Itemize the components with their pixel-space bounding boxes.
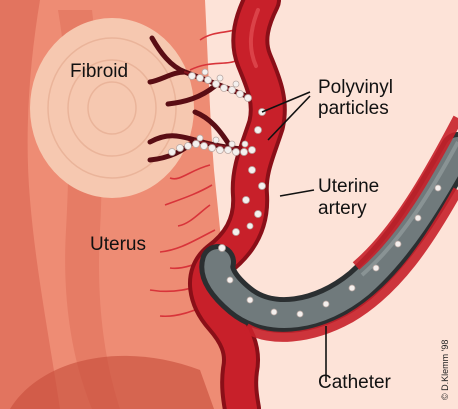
artist-credit: © D.Klemm '98 (440, 340, 450, 400)
label-fibroid: Fibroid (70, 61, 128, 82)
label-catheter: Catheter (318, 372, 391, 393)
label-artery-line1: Uterine (318, 176, 379, 197)
label-particles-line2: particles (318, 98, 389, 119)
label-artery-line2: artery (318, 198, 367, 219)
label-uterus: Uterus (90, 234, 146, 255)
label-particles-line1: Polyvinyl (318, 77, 393, 98)
fibroid (30, 18, 194, 198)
